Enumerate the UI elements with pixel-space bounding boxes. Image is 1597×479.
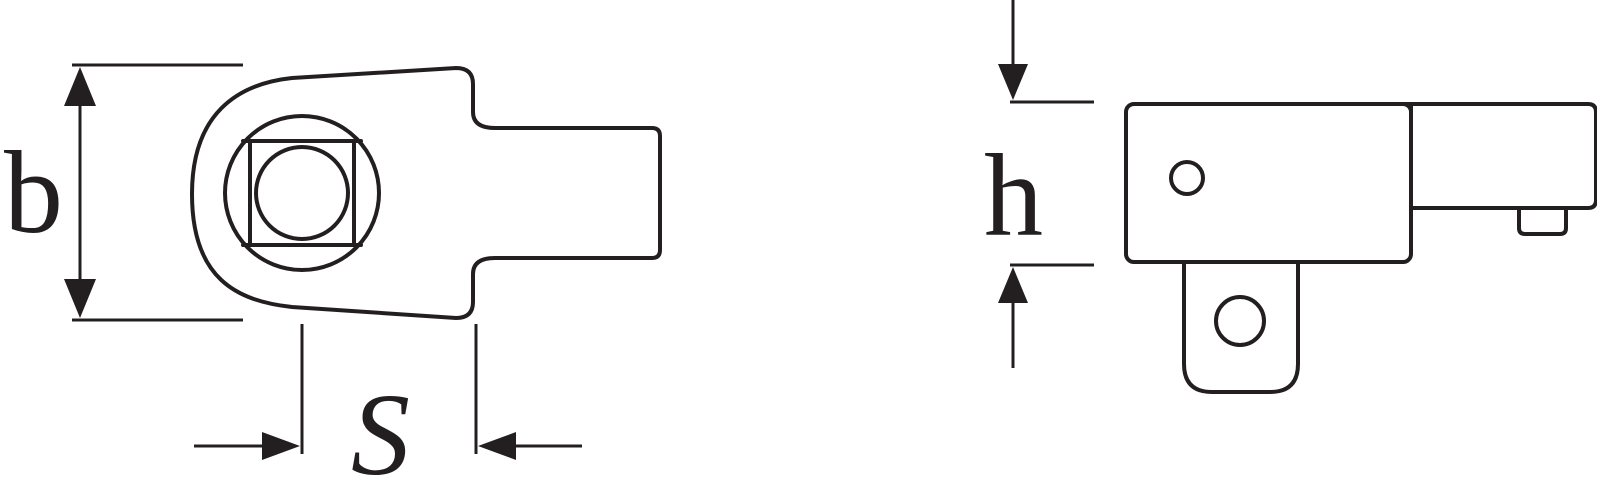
dim-s-label: S bbox=[351, 369, 410, 479]
dim-b-arrow-down bbox=[64, 279, 96, 318]
dimension-s: S bbox=[194, 324, 582, 479]
dim-h-arrow-up bbox=[998, 267, 1028, 303]
dim-b-arrow-up bbox=[64, 67, 96, 106]
side-view: h bbox=[984, 0, 1597, 394]
dim-s-arrow-left bbox=[262, 432, 300, 460]
ratchet-inner-circle bbox=[254, 145, 350, 241]
dim-h-label: h bbox=[984, 130, 1043, 261]
dim-s-arrow-right bbox=[478, 432, 516, 460]
dimension-h: h bbox=[984, 0, 1094, 368]
top-view-body-outline bbox=[190, 66, 662, 320]
dim-h-arrow-down bbox=[998, 64, 1028, 100]
side-view-shank bbox=[1395, 102, 1597, 210]
top-view: b S bbox=[4, 63, 662, 479]
side-view-square-drive bbox=[1182, 260, 1300, 394]
side-view-body bbox=[1124, 102, 1413, 264]
side-view-shank-tab bbox=[1517, 206, 1568, 236]
dimension-b: b bbox=[4, 63, 243, 322]
side-view-pin-hole bbox=[1169, 160, 1205, 196]
dim-b-label: b bbox=[4, 127, 63, 258]
side-view-drive-ball bbox=[1214, 295, 1266, 347]
ratchet-outer-ring bbox=[223, 114, 381, 272]
square-drive-outline bbox=[248, 139, 356, 247]
